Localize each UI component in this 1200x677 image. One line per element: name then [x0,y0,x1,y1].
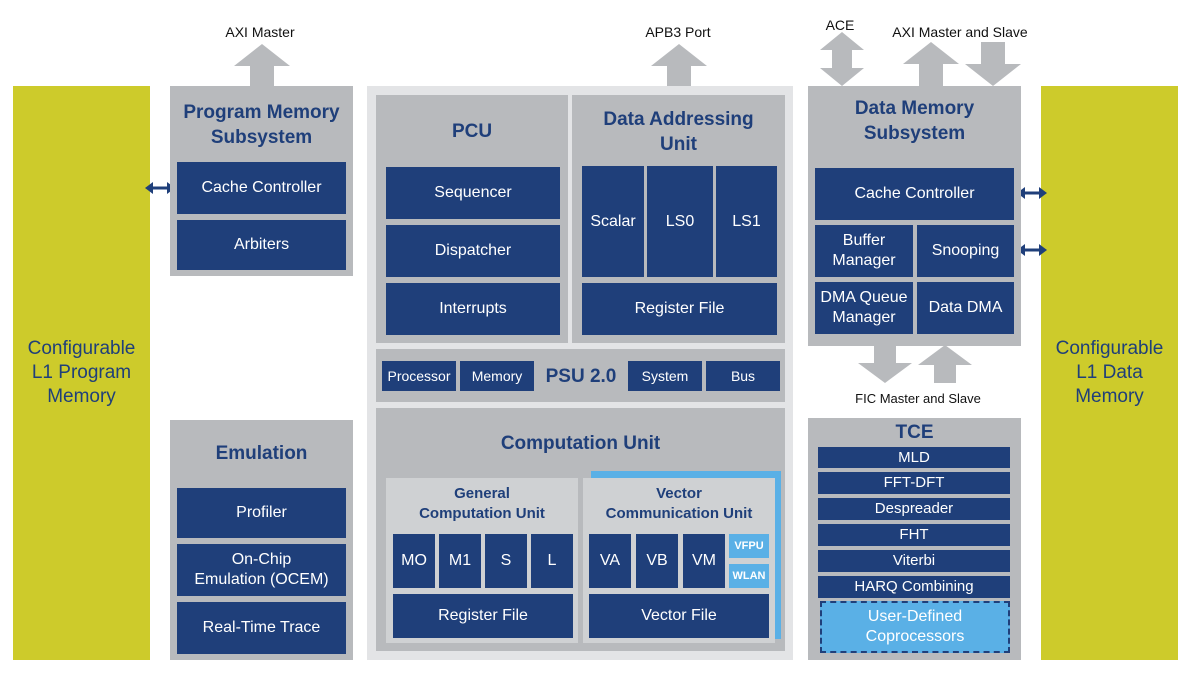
user-defined-coprocessors: User-Defined Coprocessors [820,601,1010,653]
wlan-unit: WLAN [729,564,769,588]
vfpu-unit: VFPU [729,534,769,558]
tce-fft-dft: FFT-DFT [818,472,1010,494]
arbiters: Arbiters [177,220,346,270]
profiler: Profiler [177,488,346,538]
data-cache-controller: Cache Controller [815,168,1014,220]
l1-program-memory-label: Configurable L1 Program Memory [27,338,136,407]
ls1-unit: LS1 [716,166,777,277]
axi-master-slave-label: AXI Master and Slave [892,24,1028,40]
dau-title: Data Addressing Unit [603,109,754,155]
general-register-file: Register File [393,594,573,638]
tce-despreader: Despreader [818,498,1010,520]
computation-unit: Computation Unit General Computation Uni… [376,408,785,651]
fic-master-arrow [858,345,912,383]
program-cache-controller: Cache Controller [177,162,346,214]
vector-communication-title: Vector Communication Unit [605,485,753,522]
emulation-block: Emulation Profiler On-Chip Emulation (OC… [170,420,353,660]
on-chip-emulation: On-Chip Emulation (OCEM) [177,544,346,596]
data-cache-link-icon [1017,187,1047,199]
psu-memory: Memory [460,361,534,391]
data-memory-subsystem: Data Memory Subsystem Cache Controller B… [808,86,1021,346]
pcu-title: PCU [451,121,493,142]
psu-system: System [628,361,702,391]
apb3-port-label: APB3 Port [645,24,711,40]
dispatcher: Dispatcher [386,225,560,277]
psu-block: Processor Memory PSU 2.0 System Bus [376,349,785,402]
s-unit: S [485,534,527,588]
vb-unit: VB [636,534,678,588]
l1-data-memory: Configurable L1 Data Memory [1041,86,1178,660]
buffer-manager: Buffer Manager [815,225,913,277]
emulation-title: Emulation [215,443,308,464]
axi-master-out-arrow [903,42,959,86]
psu-title: PSU 2.0 [545,366,617,387]
axi-master-label: AXI Master [225,24,295,40]
scalar-unit: Scalar [582,166,644,277]
tce-mld: MLD [818,447,1010,468]
snooping: Snooping [917,225,1014,277]
l1-program-memory: Configurable L1 Program Memory [13,86,150,660]
l-unit: L [531,534,573,588]
tce-block: TCE MLD FFT-DFT Despreader FHT Viterbi H… [808,418,1021,660]
va-unit: VA [589,534,631,588]
psu-processor: Processor [382,361,456,391]
vm-unit: VM [683,534,725,588]
axi-slave-in-arrow [965,42,1021,86]
ace-bidirectional-arrow [820,32,864,86]
dma-queue-manager: DMA Queue Manager [815,282,913,334]
apb3-port-arrow [651,44,707,88]
data-memory-title: Data Memory Subsystem [854,98,975,144]
data-dma: Data DMA [917,282,1014,334]
tce-fht: FHT [818,524,1010,546]
computation-title: Computation Unit [500,433,661,454]
real-time-trace: Real-Time Trace [177,602,346,654]
dau-register-file: Register File [582,283,777,335]
program-memory-title: Program Memory Subsystem [183,102,340,148]
program-memory-subsystem: Program Memory Subsystem Cache Controlle… [170,86,353,276]
ls0-unit: LS0 [647,166,713,277]
snooping-link-icon [1017,244,1047,256]
mo-unit: MO [393,534,435,588]
tce-viterbi: Viterbi [818,550,1010,572]
fic-slave-arrow [918,345,972,383]
data-addressing-unit: Data Addressing Unit Scalar LS0 LS1 Regi… [572,95,785,343]
pcu-block: PCU Sequencer Dispatcher Interrupts [376,95,568,343]
general-computation-unit: General Computation Unit MO M1 S L Regis… [386,478,578,643]
interrupts: Interrupts [386,283,560,335]
general-computation-title: General Computation Unit [419,485,545,522]
axi-master-arrow [234,44,290,86]
m1-unit: M1 [439,534,481,588]
vector-file: Vector File [589,594,769,638]
ace-label: ACE [825,17,855,33]
tce-title: TCE [895,422,934,443]
sequencer: Sequencer [386,167,560,219]
fic-master-slave-label: FIC Master and Slave [855,391,981,406]
vector-communication-unit: Vector Communication Unit VA VB VM VFPU … [583,478,775,643]
tce-harq-combining: HARQ Combining [818,576,1010,598]
l1-data-memory-label: Configurable L1 Data Memory [1055,338,1164,407]
psu-bus: Bus [706,361,780,391]
